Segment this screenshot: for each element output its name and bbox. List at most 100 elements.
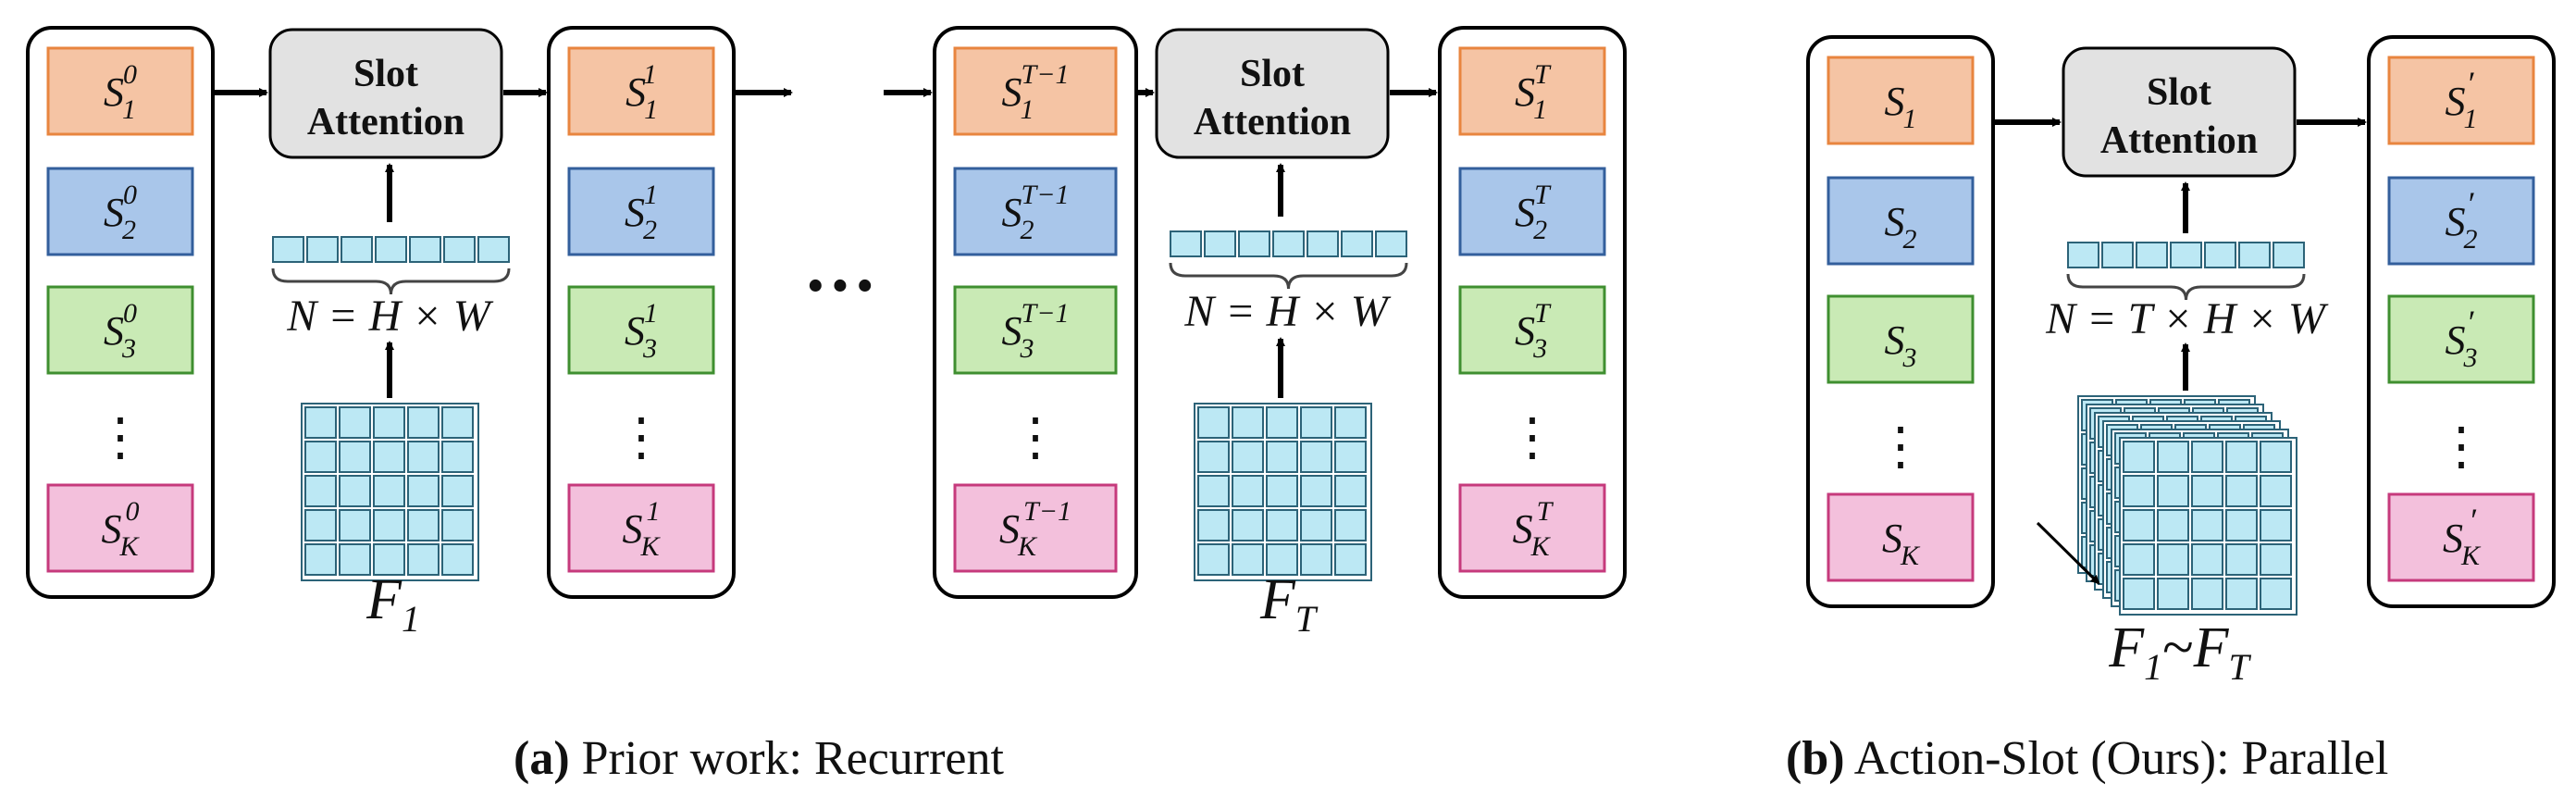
- token-strip-ours-cell-3: [2136, 242, 2168, 268]
- feature-grid-1-cell: [407, 543, 440, 576]
- feature-grid-T-cell: [1197, 406, 1230, 439]
- feature-grid-1-cell: [339, 475, 371, 507]
- feature-grid-1-cell: [407, 475, 440, 507]
- token-strip-T-cell-4: [1272, 230, 1305, 257]
- feature-grid-T-cell: [1334, 509, 1367, 541]
- feature-grid-stack-6-cell: [2157, 509, 2189, 541]
- brace-T: [1169, 262, 1408, 290]
- prior-column-3-slot-4: [953, 483, 1118, 573]
- feature-grid-stack-6-cell: [2225, 578, 2258, 610]
- ours-input-column-slot-label-1: S1: [1885, 79, 1917, 134]
- prior-column-4-slot-2: [1458, 167, 1606, 256]
- feature-grid-1: [301, 403, 479, 581]
- feature-grid-1-cell: [373, 543, 405, 576]
- ours-input-column-vertical-dots: ⋮: [1875, 418, 1926, 476]
- arrow-time-stack: [2036, 521, 2100, 585]
- feature-grid-T-cell: [1232, 475, 1264, 507]
- prior-column-2-slot-3: [567, 285, 715, 375]
- feature-grid-T-cell: [1266, 441, 1298, 473]
- feature-grid-T-cell: [1334, 475, 1367, 507]
- feature-grid-stack-6-cell: [2123, 509, 2155, 541]
- feature-grid-T-cell: [1300, 543, 1332, 576]
- feature-grid-stack-6-cell: [2123, 543, 2155, 576]
- prior-column-1-slot-label-2: S20: [104, 180, 137, 245]
- feature-grid-T-cell: [1334, 543, 1367, 576]
- feature-grid-1-cell: [407, 509, 440, 541]
- feature-grid-T-cell: [1232, 509, 1264, 541]
- n-formula-T: N = H × W: [1183, 287, 1391, 336]
- prior-column-3-slot-2: [953, 167, 1118, 256]
- prior-column-2-slot-label-2: S21: [625, 180, 658, 245]
- feature-grid-1-cell: [339, 406, 371, 439]
- prior-column-4-slot-1: [1458, 46, 1606, 136]
- feature-grid-T-cell: [1197, 441, 1230, 473]
- caption-prior-work: (a) Prior work: Recurrent: [514, 731, 1004, 786]
- prior-column-1-slot-label-3: S30: [104, 298, 137, 364]
- feature-grid-stack-6-cell: [2191, 543, 2223, 576]
- caption-b-text: Action-Slot (Ours): Parallel: [1844, 732, 2389, 785]
- ours-input-column-slot-3: [1827, 294, 1975, 384]
- feature-grid-1-cell: [304, 475, 337, 507]
- feature-grid-stack-6: [2119, 437, 2297, 616]
- token-strip-T-cell-5: [1307, 230, 1339, 257]
- n-formula-1: N = H × W: [286, 292, 493, 341]
- feature-grid-stack-6-cell: [2191, 475, 2223, 507]
- prior-column-3-slot-label-4: SKT−1: [999, 496, 1071, 562]
- feature-grid-stack-6-cell: [2260, 475, 2292, 507]
- ellipsis: ···: [803, 245, 877, 327]
- prior-column-1-slot-4: [46, 483, 194, 573]
- ours-output-column-slot-label-2: S2′: [2446, 185, 2478, 255]
- feature-grid-1-cell: [441, 441, 474, 473]
- prior-column-2-slot-label-1: S11: [625, 59, 657, 125]
- token-strip-1-cell-5: [409, 236, 441, 263]
- feature-grid-1-cell: [441, 543, 474, 576]
- ours-output-column-slot-3: [2387, 294, 2535, 384]
- prior-column-3-slot-label-3: S3T−1: [1002, 298, 1070, 364]
- feature-grid-1-cell: [304, 509, 337, 541]
- prior-column-4-slot-label-1: S1T: [1515, 59, 1552, 125]
- token-strip-ours-cell-1: [2067, 242, 2099, 268]
- prior-column-2-slot-1: [567, 46, 715, 136]
- ours-input-column-slot-label-3: S3: [1885, 317, 1917, 373]
- token-strip-T-cell-7: [1375, 230, 1407, 257]
- caption-a-text: Prior work: Recurrent: [569, 732, 1004, 785]
- feature-maps: [271, 230, 2306, 616]
- feature-grid-1-cell: [304, 406, 337, 439]
- feature-grid-T-cell: [1232, 543, 1264, 576]
- feature-grid-T-cell: [1266, 475, 1298, 507]
- feature-grid-stack-6-cell: [2123, 441, 2155, 473]
- feature-grid-T: [1194, 403, 1372, 581]
- token-strip-1-cell-6: [443, 236, 476, 263]
- prior-column-1-vertical-dots: ⋮: [94, 409, 146, 467]
- prior-column-1-slot-3: [46, 285, 194, 375]
- feature-label-FT: FT: [1259, 568, 1319, 640]
- token-strip-1-cell-3: [341, 236, 373, 263]
- feature-grid-T-cell: [1300, 509, 1332, 541]
- prior-column-3-slot-3: [953, 285, 1118, 375]
- prior-column-2-slot-label-4: SK1: [622, 496, 661, 562]
- ours-input-column-slot-4: [1827, 492, 1975, 582]
- prior-column-4-slot-label-2: S2T: [1515, 180, 1552, 245]
- feature-grid-1-cell: [339, 543, 371, 576]
- token-strip-1-cell-4: [375, 236, 407, 263]
- prior-column-4-slot-label-4: SKT: [1513, 496, 1554, 562]
- feature-grid-1-cell: [441, 406, 474, 439]
- prior-column-4-slot-4: [1458, 483, 1606, 573]
- feature-grid-stack-6-cell: [2191, 509, 2223, 541]
- feature-grid-1-cell: [373, 475, 405, 507]
- ours-output-column: S1′S2′S3′SK′⋮: [2367, 35, 2556, 608]
- prior-column-2-vertical-dots: ⋮: [615, 409, 667, 467]
- feature-grid-1-cell: [441, 475, 474, 507]
- slot-attention-T-box: [1155, 28, 1390, 159]
- feature-grid-1-cell: [441, 509, 474, 541]
- brace-ours: [2066, 273, 2306, 301]
- token-strip-1: [272, 236, 510, 263]
- slot-attention-ours-box: [2062, 46, 2297, 178]
- feature-grid-stack-6-cell: [2191, 578, 2223, 610]
